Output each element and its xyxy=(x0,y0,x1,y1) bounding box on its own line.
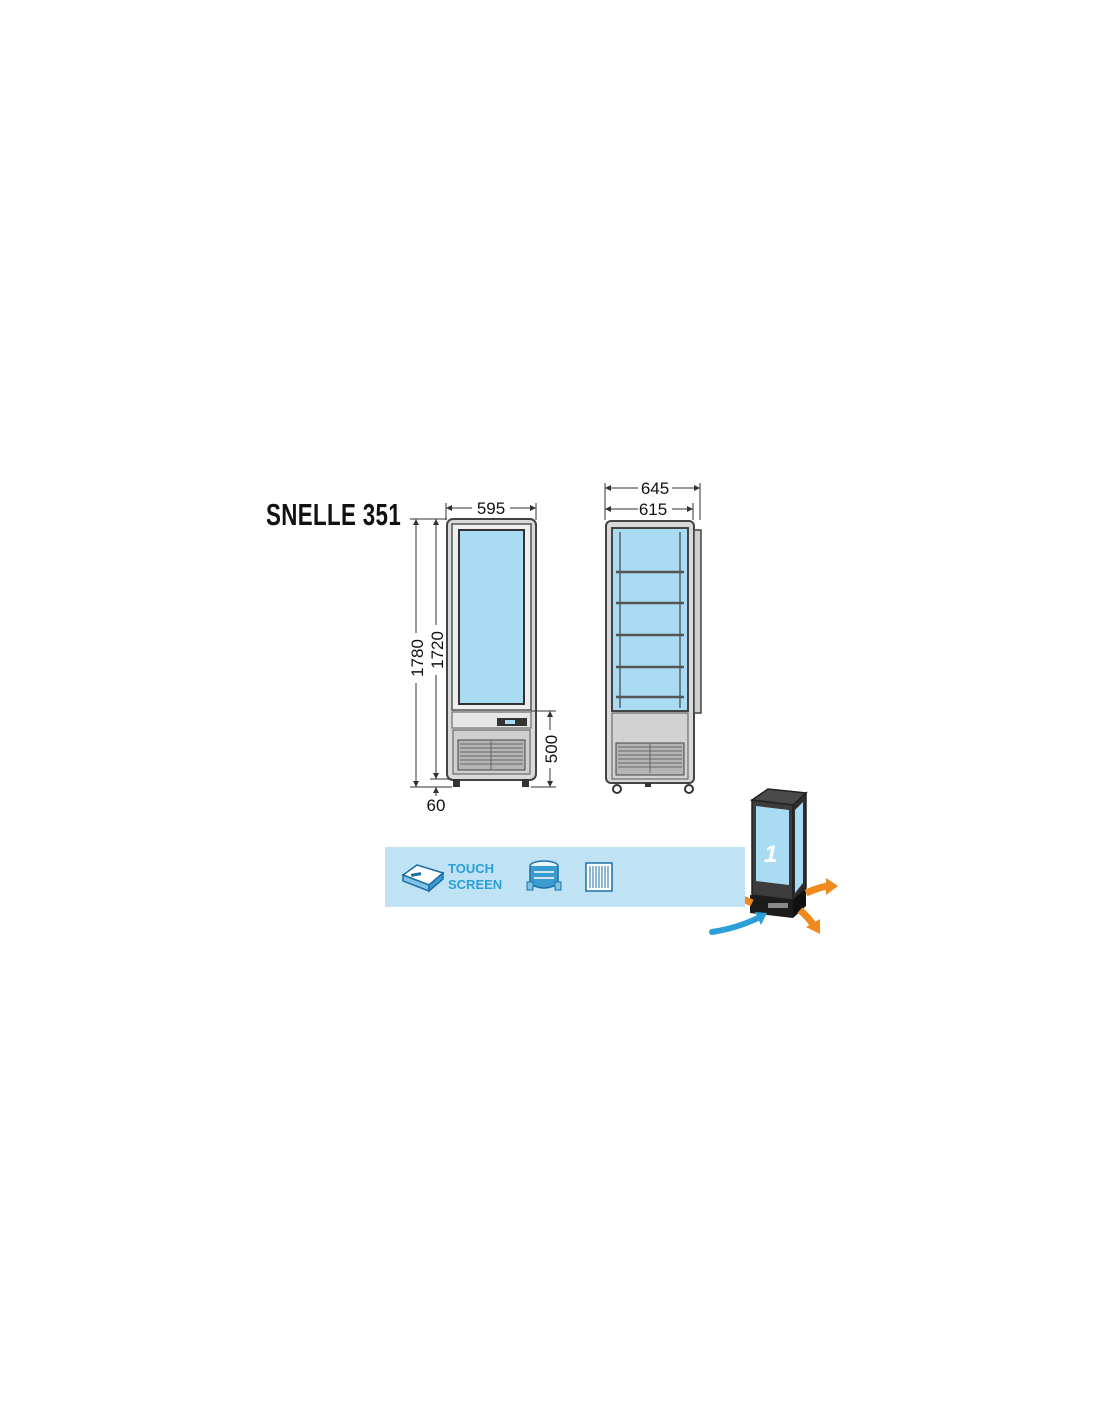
front-view: 595 1780 1720 xyxy=(408,499,561,815)
front-glass-door xyxy=(458,529,525,705)
touch-screen-label: TOUCH SCREEN xyxy=(448,861,502,893)
feature-band xyxy=(385,847,745,907)
model-title: SNELLE 351 xyxy=(266,497,402,532)
glass-height-label: 1720 xyxy=(428,631,447,669)
airflow-cabinet-icon: 1 xyxy=(709,788,838,935)
outer-depth-label: 645 xyxy=(641,479,669,498)
touch-label-line1: TOUCH xyxy=(448,861,494,876)
shelves xyxy=(616,570,684,699)
total-height-label: 1780 xyxy=(408,639,427,677)
inner-depth-label: 615 xyxy=(639,500,667,519)
touch-label-line2: SCREEN xyxy=(448,877,503,892)
side-view: 645 615 xyxy=(604,479,702,794)
base-height-label: 500 xyxy=(542,735,561,763)
front-width-label: 595 xyxy=(477,499,505,518)
foot-height-label: 60 xyxy=(427,796,446,815)
condenser-grille-icon xyxy=(585,862,613,892)
touch-screen-controller-icon xyxy=(401,864,445,893)
airflow-cabinet-number: 1 xyxy=(764,841,777,868)
compressor-icon xyxy=(526,860,562,891)
side-glass-panel xyxy=(611,527,689,712)
